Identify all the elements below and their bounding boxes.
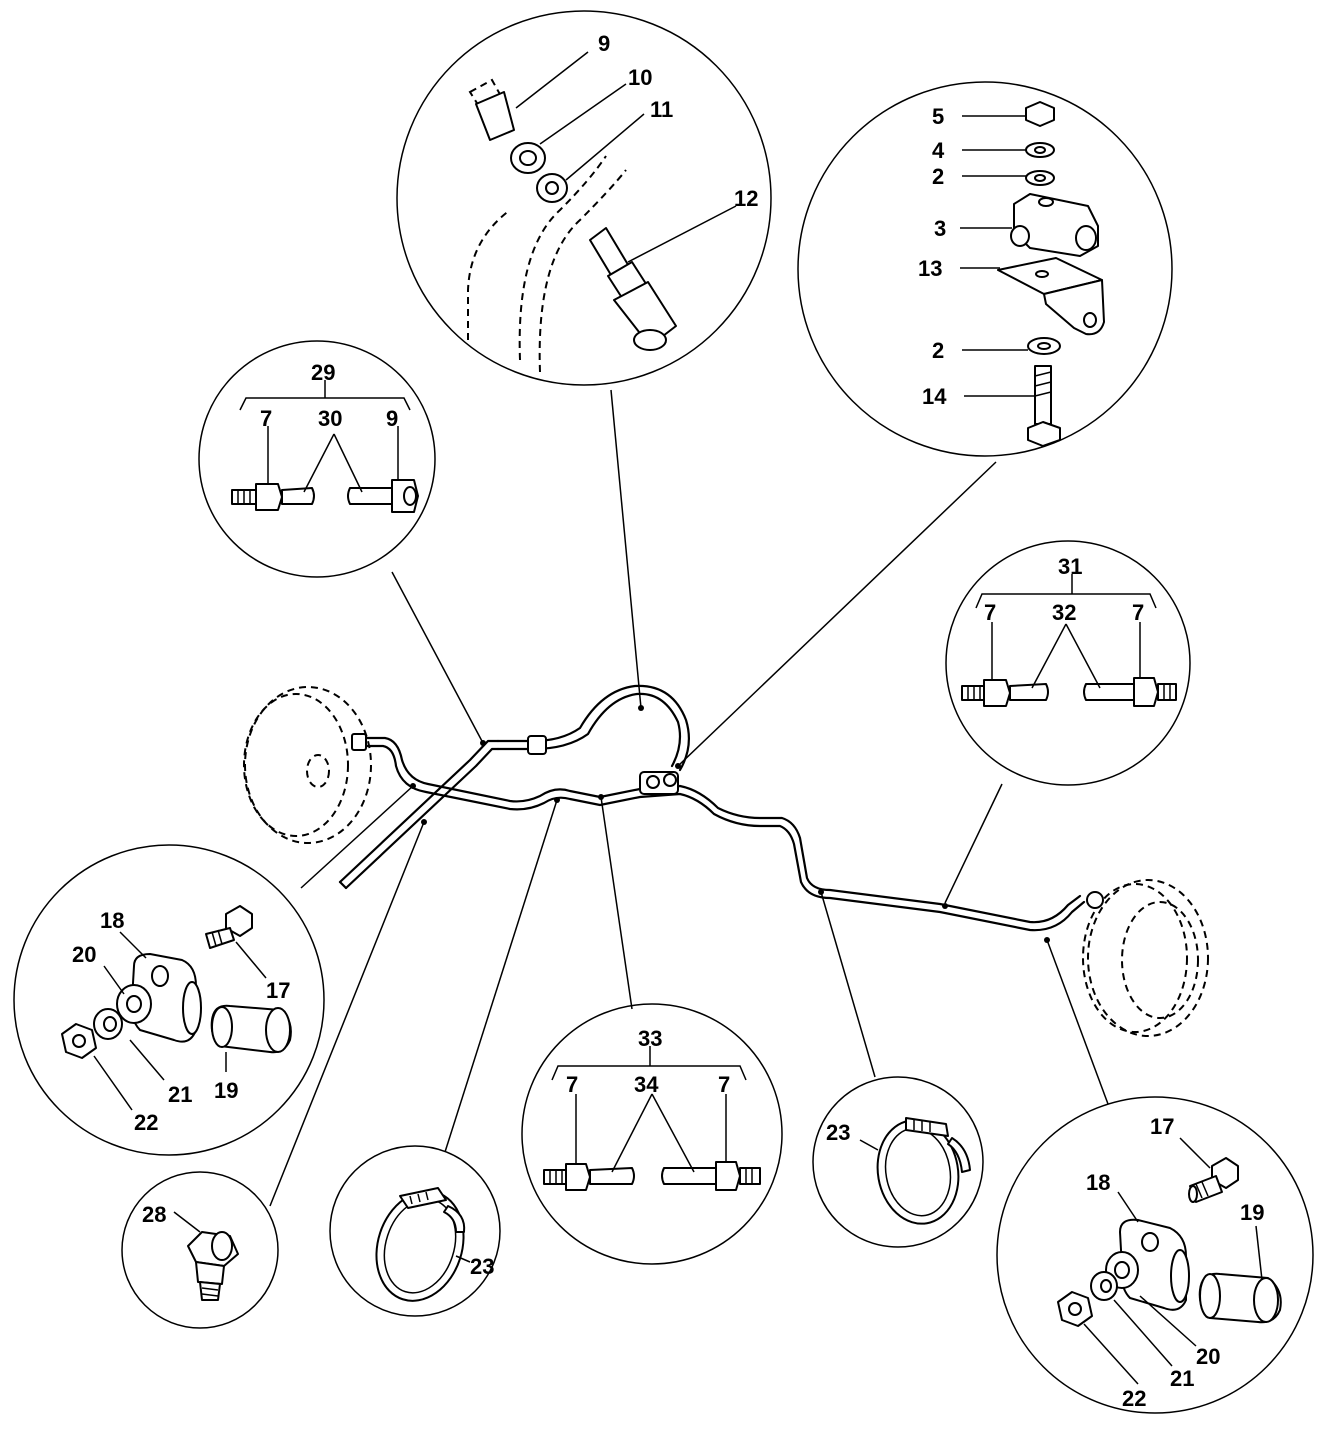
pipe-right-segment xyxy=(347,479,419,513)
detail-bottom-clamp-right: 23 xyxy=(812,1076,984,1248)
callout-7: 7 xyxy=(260,406,272,431)
mounting-bracket-part xyxy=(997,257,1105,336)
bolt-part xyxy=(1188,1157,1239,1203)
callout-2: 2 xyxy=(932,164,944,189)
callout-9: 9 xyxy=(386,406,398,431)
callout-7-right: 7 xyxy=(718,1072,730,1097)
lock-washer-part xyxy=(1025,142,1055,158)
pipe-clip-part xyxy=(187,1231,239,1301)
callout-20: 20 xyxy=(72,942,96,967)
hex-nut-part xyxy=(1025,101,1055,127)
hose-clamp-part xyxy=(375,1187,466,1302)
callout-23: 23 xyxy=(826,1120,850,1145)
callout-5: 5 xyxy=(932,104,944,129)
callout-22: 22 xyxy=(1122,1386,1146,1411)
brake-pipe-assembly xyxy=(243,684,1209,1037)
washer-part xyxy=(1025,170,1055,186)
union-fitting xyxy=(527,735,547,755)
callout-17: 17 xyxy=(1150,1114,1174,1139)
detail-left-lower: 18 20 17 21 19 22 xyxy=(13,844,325,1156)
detail-bottom-right: 17 18 19 20 21 22 xyxy=(996,1096,1314,1414)
detail-right-middle: 31 7 32 7 xyxy=(945,540,1191,786)
callout-21: 21 xyxy=(1170,1366,1194,1391)
callout-2-lower: 2 xyxy=(932,338,944,363)
bolt-part xyxy=(1027,365,1061,447)
lock-washer-part xyxy=(93,1008,123,1040)
right-end-fitting xyxy=(1086,891,1104,909)
leader-lines xyxy=(269,389,1109,1207)
callout-10: 10 xyxy=(628,65,652,90)
detail-top-right: 5 4 2 3 13 2 14 xyxy=(797,81,1173,457)
bolt-part xyxy=(205,905,253,949)
pipe-right-segment xyxy=(661,1161,761,1191)
callout-7: 7 xyxy=(984,600,996,625)
callout-22: 22 xyxy=(134,1110,158,1135)
left-end-fitting xyxy=(351,733,367,751)
right-wheel-drum xyxy=(1082,879,1209,1037)
left-wheel-drum xyxy=(243,686,372,844)
callout-3: 3 xyxy=(934,216,946,241)
callout-23: 23 xyxy=(470,1254,494,1279)
pipe-left-segment xyxy=(543,1163,635,1191)
callout-34: 34 xyxy=(634,1072,659,1097)
pipe-right-segment xyxy=(1083,677,1177,707)
hex-nut-part xyxy=(61,1023,97,1059)
callout-4: 4 xyxy=(932,138,945,163)
group-callout-29: 29 xyxy=(311,360,335,385)
callout-12: 12 xyxy=(734,186,758,211)
washer-part-lower xyxy=(1027,337,1061,355)
group-callout-33: 33 xyxy=(638,1026,662,1051)
pipe-nut-part xyxy=(468,78,515,141)
grommet-part xyxy=(1198,1272,1282,1324)
detail-top-center: 9 10 11 12 xyxy=(396,10,772,386)
callout-7: 7 xyxy=(566,1072,578,1097)
pipe-left-segment xyxy=(231,483,315,511)
washer-part xyxy=(536,173,568,203)
callout-11: 11 xyxy=(650,97,673,122)
grommet-part xyxy=(210,1004,292,1054)
detail-bottom-clamp-left: 23 xyxy=(329,1145,501,1317)
callout-18: 18 xyxy=(1086,1170,1110,1195)
callout-14: 14 xyxy=(922,384,947,409)
junction-block xyxy=(639,771,679,795)
callout-30: 30 xyxy=(318,406,342,431)
detail-bottom-center: 33 7 34 7 xyxy=(521,1003,783,1265)
pipe-left-segment xyxy=(961,679,1049,707)
callout-18: 18 xyxy=(100,908,124,933)
detail-left-upper: 29 7 30 9 xyxy=(198,340,436,578)
callout-19: 19 xyxy=(214,1078,238,1103)
callout-32: 32 xyxy=(1052,600,1076,625)
callout-19: 19 xyxy=(1240,1200,1264,1225)
group-callout-31: 31 xyxy=(1058,554,1082,579)
callout-13: 13 xyxy=(918,256,942,281)
tee-block-part xyxy=(1010,193,1099,257)
callout-21: 21 xyxy=(168,1082,192,1107)
callout-28: 28 xyxy=(142,1202,166,1227)
hose-clamp-part xyxy=(876,1117,971,1225)
callout-17: 17 xyxy=(266,978,290,1003)
hose-fitting-part xyxy=(589,227,677,351)
clip-bracket-part xyxy=(1119,1218,1190,1311)
callout-7-right: 7 xyxy=(1132,600,1144,625)
hex-nut-part xyxy=(1057,1291,1093,1327)
detail-bottom-left: 28 xyxy=(121,1171,279,1329)
washer-part xyxy=(116,984,152,1024)
lock-washer-part xyxy=(1090,1271,1118,1301)
callout-20: 20 xyxy=(1196,1344,1220,1369)
hex-nut-part xyxy=(510,142,546,174)
clip-bracket-part xyxy=(130,953,202,1043)
callout-9: 9 xyxy=(598,31,610,56)
